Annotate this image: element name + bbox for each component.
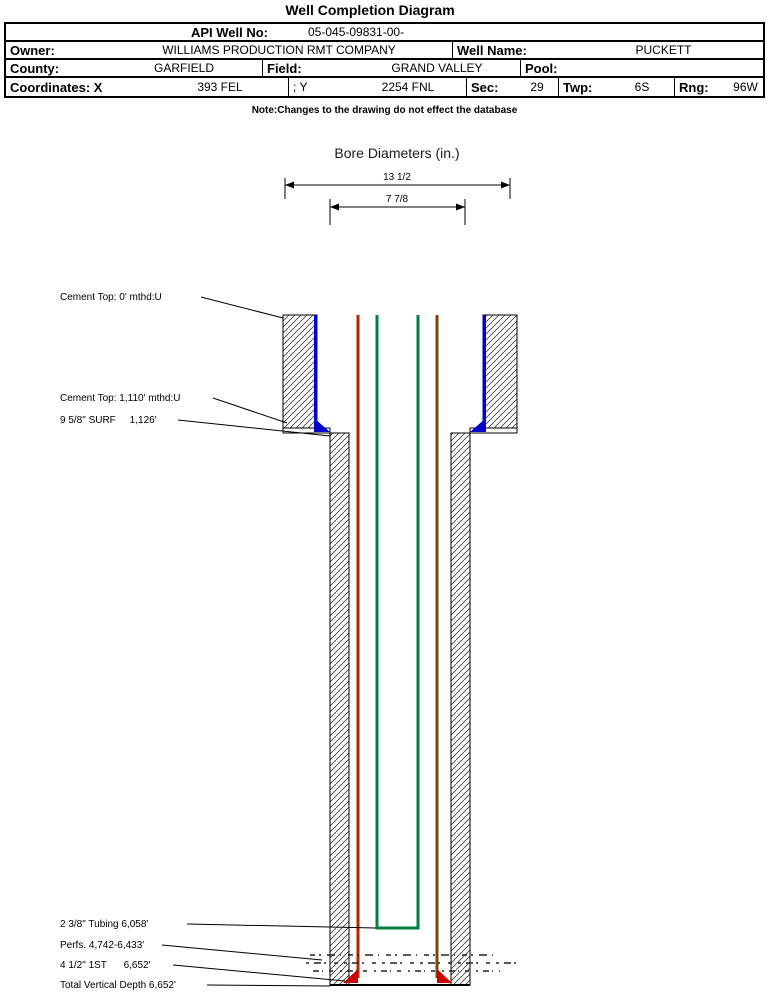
lower-wall-right: [450, 432, 471, 986]
surface-cement-shoe-right: [470, 418, 486, 432]
rng-value: 96W: [733, 80, 758, 94]
row-county: County: GARFIELD Field: GRAND VALLEY Poo…: [6, 60, 763, 78]
field-value: GRAND VALLEY: [391, 61, 483, 75]
county-label: County:: [10, 60, 60, 76]
page-title: Well Completion Diagram: [285, 2, 455, 18]
dimension-outer-label: 13 1/2: [383, 172, 411, 183]
shelf-right: [469, 427, 518, 434]
arrow-right-icon: [501, 181, 510, 189]
leader-production-casing: [172, 964, 346, 982]
tubing-label: 2 3/8" Tubing 6,058': [60, 919, 148, 930]
dimension-outer-bore: 13 1/2: [284, 172, 511, 199]
total-depth-label: Total Vertical Depth 6,652': [60, 980, 176, 991]
casing-shoe-right: [437, 969, 452, 983]
well-bore-diagram: Bore Diameters (in.) 13 1/2 7 7/8: [60, 145, 518, 991]
casing-shoe-left: [343, 969, 358, 983]
surface-cement-right: [482, 315, 486, 423]
leader-tubing: [186, 923, 377, 929]
owner-label: Owner:: [10, 42, 55, 58]
rng-label: Rng:: [674, 78, 728, 96]
spacer: [6, 24, 174, 40]
county-value: GARFIELD: [153, 61, 214, 75]
database-note: Note:Changes to the drawing do not effec…: [251, 105, 518, 116]
arrow-right-icon: [456, 203, 465, 211]
row-api: API Well No: 05-045-09831-00-: [6, 24, 763, 42]
twp-value: 6S: [634, 80, 650, 94]
row-owner: Owner: WILLIAMS PRODUCTION RMT COMPANY W…: [6, 42, 763, 60]
surface-casing-label: 9 5/8" SURF 1,126': [60, 415, 157, 426]
coordinates-y-label: ; Y: [288, 78, 350, 96]
tubing-string: [375, 315, 420, 930]
well-name-value: PUCKETT: [635, 43, 692, 57]
production-casing-label: 4 1/2" 1ST 6,652': [60, 960, 151, 971]
leader-surface-casing: [177, 419, 331, 437]
cement-top-production-label: Cement Top: 1,110' mthd:U: [60, 393, 181, 404]
dimension-inner-label: 7 7/8: [386, 194, 409, 205]
dimension-inner-bore: 7 7/8: [329, 194, 466, 225]
leader-total-depth: [206, 984, 331, 987]
lower-wall-left: [329, 432, 350, 986]
coordinates-y-value: 2254 FNL: [381, 80, 435, 94]
surface-cement-shoe-left: [314, 418, 330, 432]
shelf-left: [282, 427, 331, 434]
api-value: 05-045-09831-00-: [308, 25, 405, 39]
well-info-table: API Well No: 05-045-09831-00- Owner: WIL…: [4, 22, 765, 98]
sec-value: 29: [530, 80, 544, 94]
field-label: Field:: [262, 60, 354, 76]
pool-label: Pool:: [520, 60, 612, 76]
leader-cement-top-production: [212, 397, 288, 424]
twp-label: Twp:: [558, 78, 610, 96]
api-label: API Well No:: [190, 24, 268, 40]
arrow-left-icon: [285, 181, 294, 189]
surface-cement-left: [314, 315, 318, 423]
bore-diameters-title: Bore Diameters (in.): [334, 145, 459, 161]
leader-cement-top-surface: [200, 296, 284, 319]
well-name-label: Well Name:: [452, 42, 564, 58]
coordinates-label: Coordinates: X: [10, 79, 103, 95]
upper-wall-left: [282, 314, 318, 429]
perforations-label: Perfs. 4,742-6,433': [60, 940, 144, 951]
owner-value: WILLIAMS PRODUCTION RMT COMPANY: [162, 43, 396, 57]
cement-top-surface-label: Cement Top: 0' mthd:U: [60, 292, 162, 303]
arrow-left-icon: [330, 203, 339, 211]
perforation-marks: [306, 954, 516, 972]
leader-perforations: [161, 944, 323, 961]
sec-label: Sec:: [466, 78, 516, 96]
coordinates-x-value: 393 FEL: [197, 80, 243, 94]
upper-wall-right: [482, 314, 518, 429]
row-coordinates: Coordinates: X 393 FEL ; Y 2254 FNL Sec:…: [6, 78, 763, 96]
pool-value: [612, 60, 763, 76]
